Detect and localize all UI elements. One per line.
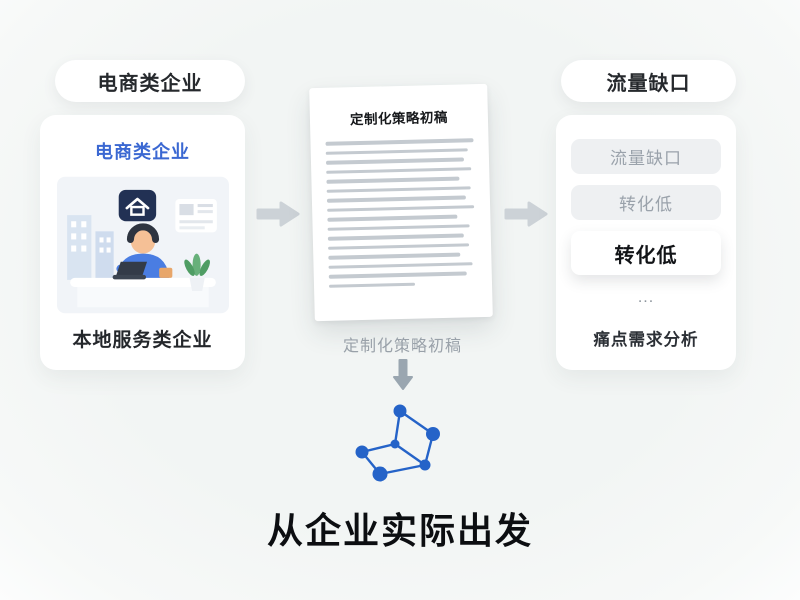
left-card-title: 电商类企业 xyxy=(95,142,190,162)
network-graph-icon xyxy=(355,404,440,482)
arrow-down-icon xyxy=(393,359,413,390)
arrow-right-icon xyxy=(504,201,548,227)
left-badge: 电商类企业 xyxy=(55,60,245,102)
document-caption: 定制化策略初稿 xyxy=(342,338,462,355)
left-enterprise-card: 电商类企业 xyxy=(40,115,245,370)
pain-point-item: 转化低 xyxy=(571,185,721,220)
office-worker-illustration xyxy=(56,176,229,314)
pain-point-label: 转化低 xyxy=(614,244,678,267)
right-badge-label: 流量缺口 xyxy=(606,72,691,95)
pain-points-card: 流量缺口 转化低 转化低 ... 痛点需求分析 xyxy=(556,115,736,370)
headline-text: 从企业实际出发 xyxy=(266,510,533,551)
document-body-text xyxy=(310,138,492,288)
pain-points-list: 流量缺口 转化低 转化低 ... xyxy=(556,115,736,310)
left-card-caption: 本地服务类企业 xyxy=(72,330,213,351)
strategy-document: 定制化策略初稿 xyxy=(309,83,493,322)
document-title: 定制化策略初稿 xyxy=(349,109,449,128)
left-badge-label: 电商类企业 xyxy=(97,72,203,95)
pain-point-label: ... xyxy=(637,289,655,306)
right-badge: 流量缺口 xyxy=(561,60,736,102)
pain-point-label: 流量缺口 xyxy=(610,149,682,168)
pain-point-item: 转化低 xyxy=(571,231,721,275)
pain-point-item-ellipsis: ... xyxy=(571,286,721,310)
pain-point-label: 转化低 xyxy=(619,195,673,214)
pain-point-item: 流量缺口 xyxy=(571,139,721,174)
right-card-caption: 痛点需求分析 xyxy=(593,331,699,349)
arrow-right-icon xyxy=(256,201,300,227)
